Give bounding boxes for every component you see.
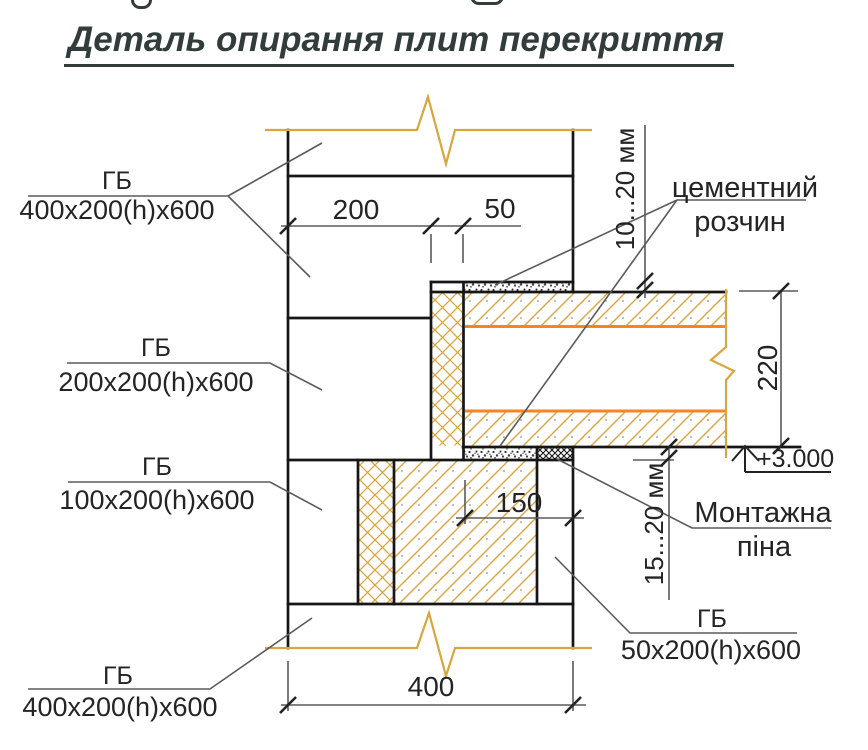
tick-marks [279,217,790,714]
dim-joint-top: 10...20 мм [610,128,640,250]
dim-50: 50 [484,193,515,224]
slab-end-insulation [432,292,463,446]
slab-bottom-hatch [465,411,726,447]
slab-break-right [709,289,736,458]
dim-joint-bottom: 15...20 мм [639,463,669,585]
leader-mounting-foam [556,458,831,529]
dimension-lines [281,125,798,711]
wall-outlines [286,128,802,650]
label-bottom-400-material: ГБ [103,662,133,690]
label-mounting-foam-2: піна [737,531,792,563]
leader-100-block [68,481,323,511]
label-50-size: 50x200(h)x600 [621,635,801,665]
elevation-symbol [731,444,831,473]
mortar-joint-top [464,283,573,292]
slab-reinforcement-lines [465,325,726,413]
dim-150: 150 [496,487,543,518]
label-cement-mortar-1: цементний [672,172,818,204]
label-50-material: ГБ [697,605,727,633]
label-top-400-material: ГБ [102,167,132,195]
mortar-joint-bottom [464,448,536,459]
label-cement-mortar-2: розчин [694,206,786,238]
text-annotations: ГБ 400x200(h)x600 ГБ 200x200(h)x600 ГБ 1… [19,128,834,722]
material-hatches [359,283,726,603]
label-bottom-400-size: 400x200(h)x600 [22,692,217,722]
leader-top-400-block [28,142,323,278]
mounting-foam-strip [538,448,572,459]
bottom-insulation-strip [359,461,393,603]
leader-bottom-400-block [28,617,313,690]
cropped-glyph-fragment [131,0,152,9]
leader-50-block [554,556,797,634]
dim-200: 200 [333,194,380,225]
wall-break-top [265,93,592,169]
label-200-size: 200x200(h)x600 [58,367,253,397]
label-top-400-size: 400x200(h)x600 [19,195,214,225]
leader-lines [28,142,831,690]
dim-400: 400 [408,671,455,702]
label-200-material: ГБ [141,334,171,362]
label-100-material: ГБ [142,453,172,481]
label-mounting-foam-1: Монтажна [694,497,832,529]
leader-200-block [67,362,323,391]
drawing-title: Деталь опирання плит перекриття [64,20,735,67]
wall-break-bottom [265,609,592,680]
slab-top-hatch [465,292,726,326]
break-lines [265,93,736,680]
leader-cement-mortar [494,199,806,447]
label-100-size: 100x200(h)x600 [59,485,254,515]
elevation-value: +3.000 [757,445,834,473]
dim-220: 220 [752,345,783,392]
